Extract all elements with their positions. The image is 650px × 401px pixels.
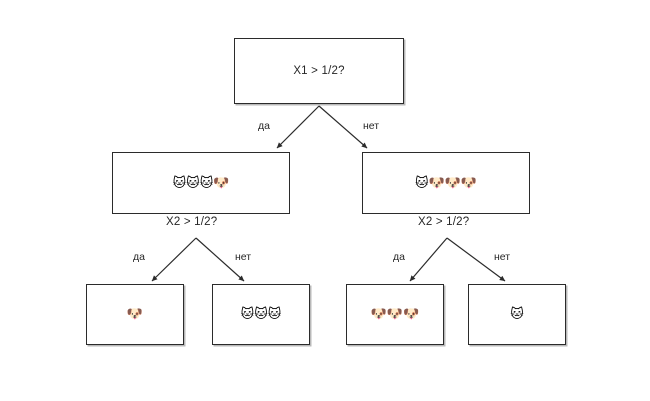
dog-icon: 🐶 [370, 307, 387, 322]
dog-icon: 🐶 [403, 307, 420, 322]
edge-root-to-left [276, 105, 320, 149]
dog-icon: 🐶 [386, 307, 404, 322]
root-node[interactable]: X1 > 1/2? [234, 38, 404, 104]
edge-left-to-leaf1 [151, 237, 197, 282]
level1-right-question-label: X2 > 1/2? [418, 216, 470, 228]
leaf-node-4[interactable]: 🐱 [468, 284, 566, 345]
cat-icon: 🐱 [240, 307, 255, 322]
level1-left-node[interactable]: 🐱 🐱 🐱 🐶 [112, 152, 290, 214]
dog-icon: 🐶 [428, 175, 445, 191]
leaf-node-3[interactable]: 🐶 🐶 🐶 [346, 284, 444, 345]
dog-icon: 🐶 [126, 307, 144, 322]
edge-label-right-no: нет [494, 251, 511, 263]
level1-left-question-label: X2 > 1/2? [166, 216, 218, 228]
level1-right-node[interactable]: 🐱 🐶 🐶 🐶 [362, 152, 530, 214]
cat-icon: 🐱 [186, 175, 200, 191]
cat-icon: 🐱 [199, 175, 214, 191]
cat-icon: 🐱 [510, 307, 524, 322]
root-question-label: X1 > 1/2? [293, 65, 345, 77]
leaf-1-samples: 🐶 [127, 308, 143, 321]
leaf-node-2[interactable]: 🐱 🐱 🐱 [212, 284, 310, 345]
edge-label-left-no: нет [235, 251, 252, 263]
cat-icon: 🐱 [254, 307, 268, 322]
edge-label-left-yes: да [133, 251, 145, 263]
leaf-2-samples: 🐱 🐱 🐱 [241, 308, 282, 321]
edge-label-right-yes: да [393, 251, 405, 263]
leaf-3-samples: 🐶 🐶 🐶 [371, 308, 420, 321]
dog-icon: 🐶 [444, 175, 461, 191]
cat-icon: 🐱 [414, 175, 429, 191]
edge-label-root-yes: да [258, 120, 270, 132]
leaf-node-1[interactable]: 🐶 [86, 284, 184, 345]
cat-icon: 🐱 [267, 307, 282, 322]
dog-icon: 🐶 [460, 175, 478, 191]
level1-right-samples: 🐱 🐶 🐶 🐶 [415, 177, 477, 190]
leaf-4-samples: 🐱 [510, 308, 524, 321]
edge-label-root-no: нет [363, 120, 380, 132]
edge-right-to-leaf3 [409, 237, 448, 282]
level1-left-samples: 🐱 🐱 🐱 🐶 [173, 177, 230, 190]
dog-icon: 🐶 [213, 175, 230, 191]
edge-root-to-right [318, 105, 368, 149]
cat-icon: 🐱 [172, 175, 187, 191]
